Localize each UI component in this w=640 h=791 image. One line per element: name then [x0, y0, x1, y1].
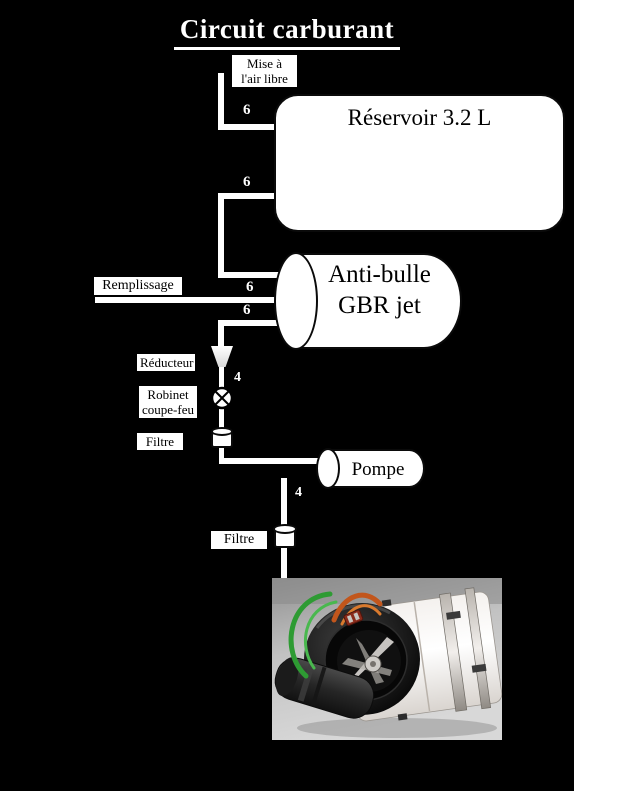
- page-title: Circuit carburant: [0, 14, 574, 50]
- fire-valve-label-line1: Robinet: [147, 387, 189, 402]
- pipe-filling: [95, 297, 286, 303]
- fire-valve-label-line2: coupe-feu: [142, 402, 194, 417]
- filter-lower-rim: [273, 524, 297, 534]
- pipe-diameter-4-2: 4: [295, 485, 302, 500]
- pipe-diameter-6-2: 6: [243, 174, 251, 190]
- vent-label: Mise à l'air libre: [232, 55, 297, 87]
- pipe-pump-down: [281, 478, 287, 528]
- pipe-reservoir-out: [218, 193, 276, 199]
- antibubble-tank-body: [296, 253, 462, 349]
- pump-label: Pompe: [351, 459, 405, 480]
- filling-label-text: Remplissage: [102, 278, 174, 293]
- fire-valve-icon: [210, 386, 234, 410]
- vent-label-line2: l'air libre: [241, 71, 288, 86]
- fire-valve-label: Robinet coupe-feu: [139, 386, 197, 418]
- pipe-antibubble-out: [218, 320, 286, 326]
- filter-lower-label-text: Filtre: [223, 532, 255, 547]
- reducer-label: Réducteur: [137, 354, 195, 371]
- pump-body: [328, 449, 425, 488]
- pipe-filter-down: [219, 448, 224, 464]
- pipe-to-turbine: [281, 548, 287, 579]
- antibubble-label-line2: GBR jet: [338, 292, 421, 319]
- filter-upper-label-text: Filtre: [145, 434, 175, 449]
- pipe-diameter-4-1: 4: [234, 370, 241, 385]
- pipe-vent-to-reservoir: [218, 124, 276, 130]
- filter-upper-rim: [211, 427, 233, 436]
- pipe-to-reducer: [218, 320, 224, 348]
- pipe-into-antibubble-top: [218, 272, 302, 278]
- antibubble-label: Anti-bulle GBR jet: [302, 259, 457, 321]
- pipe-vent-vertical: [218, 73, 224, 130]
- page-title-text: Circuit carburant: [173, 14, 401, 50]
- filter-lower-label: Filtre: [211, 531, 267, 549]
- filter-upper-label: Filtre: [137, 433, 183, 450]
- vent-label-line1: Mise à: [246, 56, 283, 71]
- pipe-to-pump: [219, 458, 322, 464]
- reducer-label-text: Réducteur: [140, 355, 194, 370]
- pipe-diameter-6-3: 6: [246, 279, 254, 295]
- turbine-photo: [272, 578, 503, 740]
- pipe-diameter-6-4: 6: [243, 302, 251, 318]
- filling-label: Remplissage: [94, 277, 182, 295]
- reservoir-tank: [274, 94, 565, 232]
- pipe-diameter-6-1: 6: [243, 102, 251, 118]
- antibubble-tank-cap: [274, 252, 318, 350]
- pipe-valve-to-filter: [219, 409, 224, 430]
- reservoir-label: Réservoir 3.2 L: [347, 105, 492, 130]
- pipe-reducer-to-valve: [219, 366, 224, 389]
- pipe-loop-vertical: [218, 193, 224, 278]
- antibubble-label-line1: Anti-bulle: [328, 261, 431, 288]
- pump-cap: [316, 448, 340, 489]
